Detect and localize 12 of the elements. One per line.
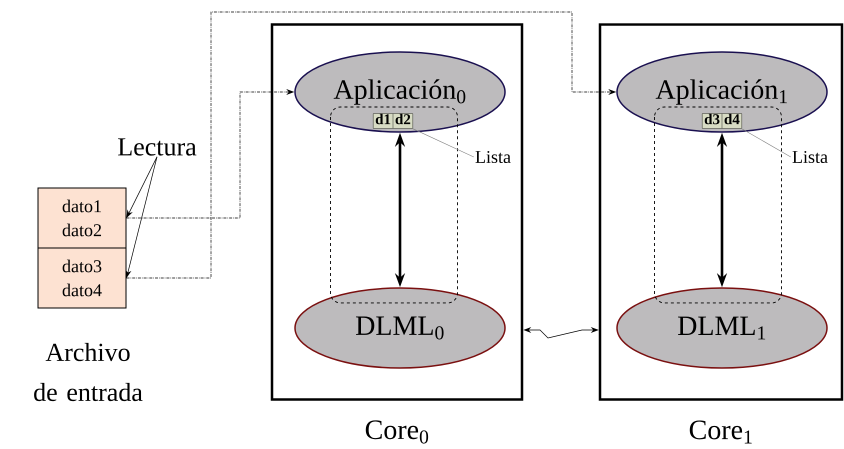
- file-block: dato1 dato2: [38, 188, 126, 248]
- list-label: Lista: [792, 150, 828, 164]
- list-cells: d1 d2: [372, 113, 414, 129]
- list-label: Lista: [476, 150, 511, 164]
- read-label: Lectura: [118, 138, 196, 156]
- node-label: Core$_{1}$: [690, 420, 752, 444]
- node-label: Core$_{0}$: [366, 420, 428, 444]
- file-block: dato3 dato4: [38, 247, 126, 308]
- leader-line: [412, 128, 474, 158]
- leader-line: [742, 128, 792, 158]
- caption: Archivo de entrada: [34, 342, 142, 402]
- list-cells: d3 d4: [702, 113, 742, 129]
